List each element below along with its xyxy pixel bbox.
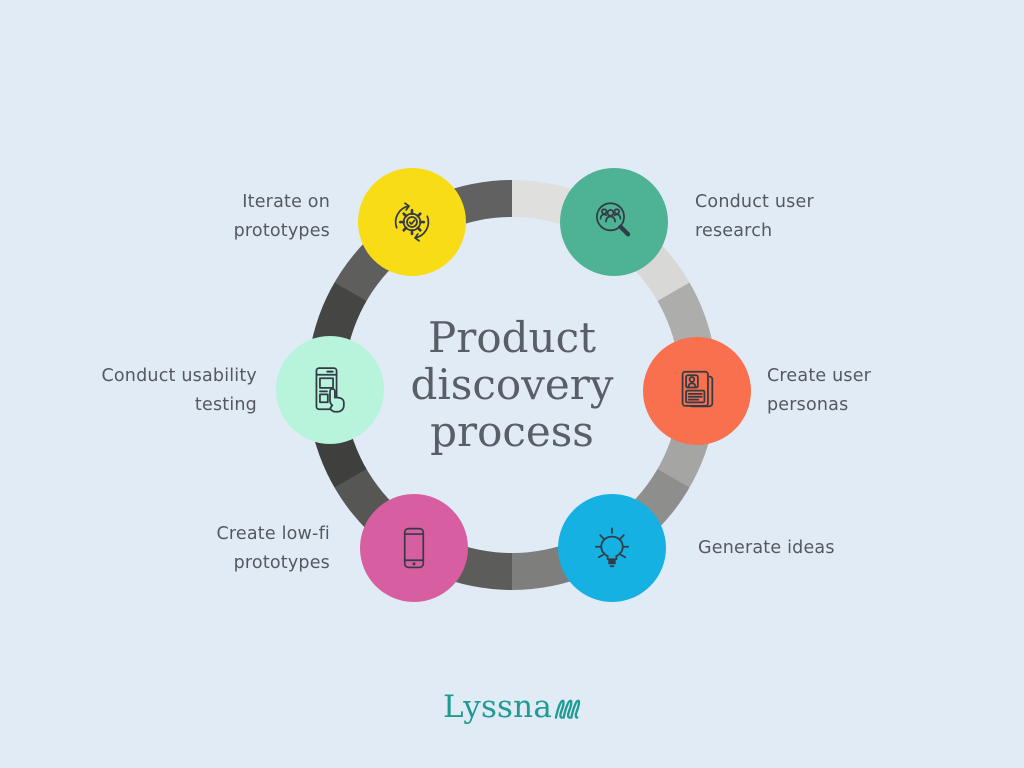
- label-create-lowfi-prototypes: Create low-fi prototypes: [216, 524, 330, 573]
- node-generate-ideas: [558, 494, 666, 602]
- label-create-user-personas: Create user personas: [767, 366, 872, 415]
- node-iterate-on-prototypes: [358, 168, 466, 276]
- phone-prototype-icon: [403, 527, 425, 569]
- iterate-gear-check-icon: [394, 202, 430, 242]
- label-conduct-usability-testing: Conduct usability testing: [101, 366, 257, 415]
- phone-tap-hand-icon: [315, 367, 345, 413]
- node-conduct-user-research: [560, 168, 668, 276]
- node-create-user-personas: [643, 337, 751, 445]
- brand-logo: Lyssna: [0, 689, 1024, 725]
- label-conduct-user-research: Conduct user research: [695, 192, 814, 241]
- brand-wordmark: Lyssna: [442, 689, 553, 725]
- persona-card-icon: [681, 370, 714, 408]
- node-create-lowfi-prototypes: [360, 494, 468, 602]
- node-conduct-usability-testing: [276, 336, 384, 444]
- label-iterate-on-prototypes: Iterate on prototypes: [233, 192, 330, 241]
- label-generate-ideas: Generate ideas: [698, 538, 835, 558]
- page-title: Product discovery process: [410, 313, 614, 456]
- user-research-magnifier-icon: [596, 202, 631, 237]
- idea-lightbulb-icon: [594, 527, 630, 568]
- logo-squiggle-icon: [554, 699, 581, 719]
